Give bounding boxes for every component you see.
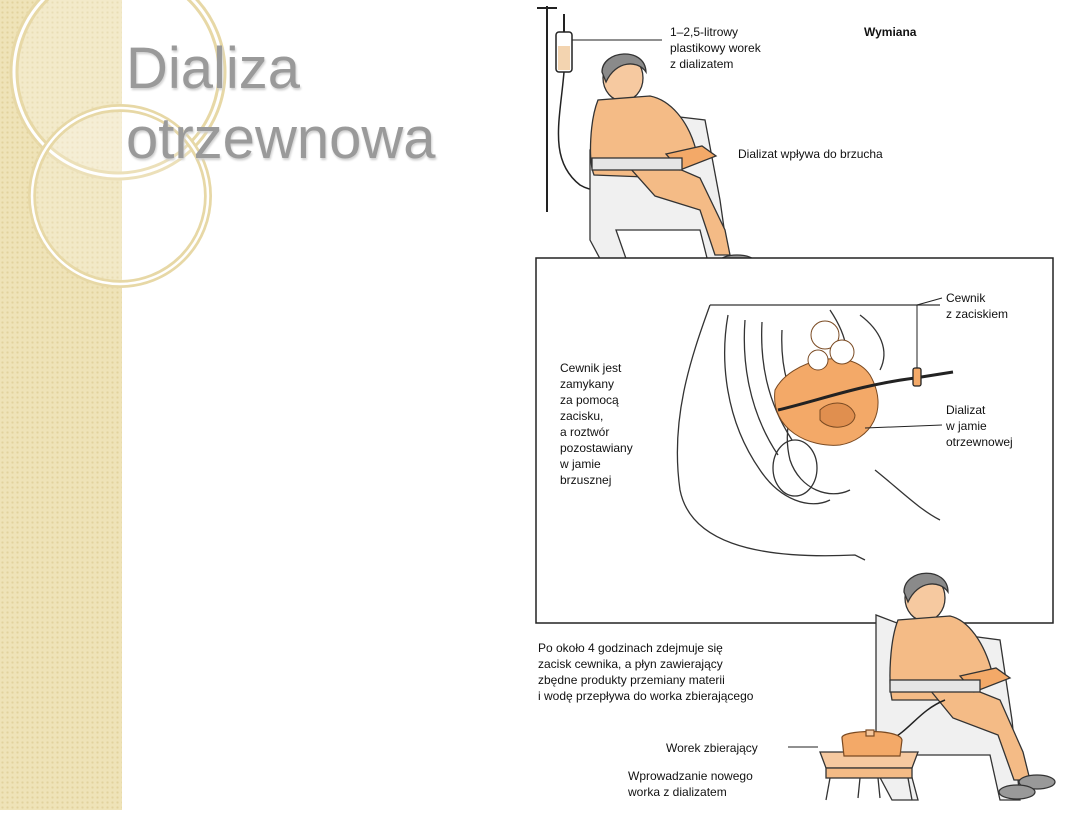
catheter-closed-label: Cewnik jest zamykany za pomocą zacisku, … xyxy=(560,361,633,487)
catheter-with-clamp xyxy=(777,297,954,412)
top-patient xyxy=(589,53,756,278)
drain-label: Po około 4 godzinach zdejmuje się zacisk… xyxy=(538,641,754,703)
exchange-label: Wymiana xyxy=(864,25,917,39)
catheter-clamp-label: Cewnik z zaciskiem xyxy=(946,291,1009,321)
dialysis-illustration: 1–2,5-litrowy plastikowy worek z dializa… xyxy=(520,0,1080,810)
dialysate-leader-line xyxy=(864,424,943,429)
title-line-2: otrzewnowa xyxy=(126,106,436,171)
left-decorative-strip xyxy=(0,0,122,810)
iv-pole xyxy=(537,6,565,212)
inflow-label: Dializat wpływa do brzucha xyxy=(738,147,883,161)
collection-bag xyxy=(841,729,903,757)
dialysate-cavity-label: Dializat w jamie otrzewnowej xyxy=(946,403,1013,449)
illustration-drawing xyxy=(535,6,1056,801)
bag-label: 1–2,5-litrowy plastikowy worek z dializa… xyxy=(670,25,761,71)
title-line-1: Dializa xyxy=(126,36,301,101)
slide-title: Dializa otrzewnowa xyxy=(126,34,435,174)
new-bag-label: Wprowadzanie nowego worka z dializatem xyxy=(628,769,753,799)
dialysate-in-cavity xyxy=(774,320,879,446)
collect-bag-label: Worek zbierający xyxy=(666,741,758,755)
